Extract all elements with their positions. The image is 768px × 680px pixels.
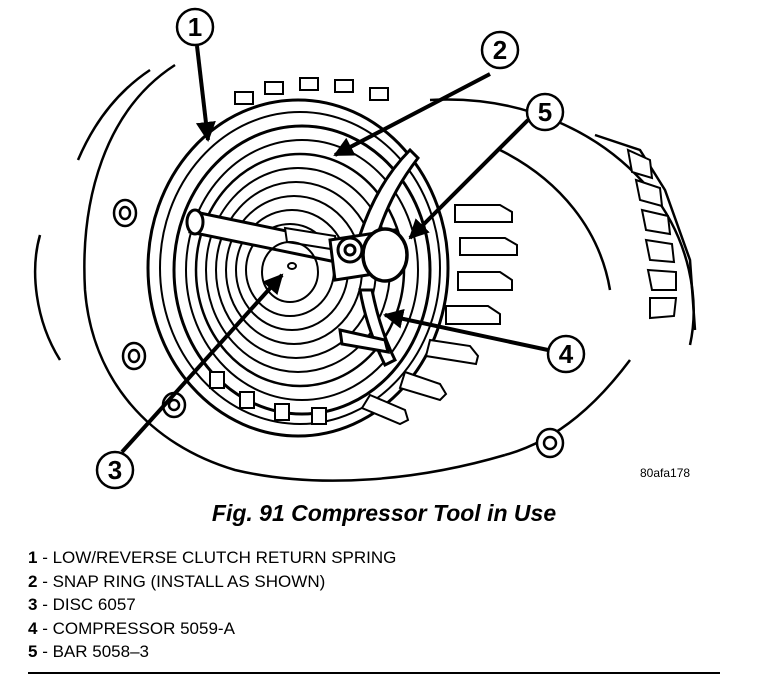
figure-caption: Fig. 91 Compressor Tool in Use (211, 500, 557, 526)
legend-number: 5 (28, 642, 38, 661)
legend-item: 3 - DISC 6057 (28, 593, 396, 617)
legend-text: - BAR 5058–3 (37, 642, 149, 661)
bottom-rule (28, 672, 720, 674)
callout-4: 4 (546, 334, 586, 374)
callout-3: 3 (95, 450, 135, 490)
callout-2: 2 (480, 30, 520, 70)
legend-item: 4 - COMPRESSOR 5059-A (28, 617, 396, 641)
legend-text: - LOW/REVERSE CLUTCH RETURN SPRING (37, 548, 397, 567)
legend-number: 2 (28, 571, 38, 591)
callout-2-number: 2 (493, 35, 507, 65)
legend-item: 1 - LOW/REVERSE CLUTCH RETURN SPRING (28, 546, 396, 570)
clutch-teeth-upper (234, 77, 389, 105)
legend-number: 4 (28, 618, 38, 638)
callout-3-number: 3 (108, 455, 122, 485)
clutch-teeth-lower (209, 371, 327, 425)
clutch-tabs-right (360, 204, 518, 426)
figure-code: 80afa178 (640, 466, 691, 480)
case-rib-teeth (626, 148, 678, 320)
legend-number: 3 (28, 595, 38, 614)
callout-4-number: 4 (559, 339, 574, 369)
legend-item: 5 - BAR 5058–3 (28, 640, 396, 664)
case-bolt-holes (112, 198, 565, 459)
callout-5-number: 5 (538, 97, 552, 127)
callout-5: 5 (525, 92, 565, 132)
leader-lines (120, 45, 549, 454)
clutch-pack-rings (146, 98, 450, 438)
legend-number: 1 (28, 548, 38, 567)
legend-text: - SNAP RING (INSTALL AS SHOWN) (37, 571, 326, 591)
legend-text: - COMPRESSOR 5059-A (37, 618, 235, 638)
callout-1: 1 (175, 7, 215, 47)
legend-item: 2 - SNAP RING (INSTALL AS SHOWN) (28, 570, 396, 594)
center-hub (261, 241, 319, 303)
callout-1-number: 1 (188, 12, 202, 42)
compressor-tool (185, 147, 420, 368)
compressor-tool-illustration: 1 2 3 4 5 (33, 7, 697, 490)
legend-text: - DISC 6057 (37, 595, 136, 614)
legend: 1 - LOW/REVERSE CLUTCH RETURN SPRING 2 -… (28, 546, 396, 664)
